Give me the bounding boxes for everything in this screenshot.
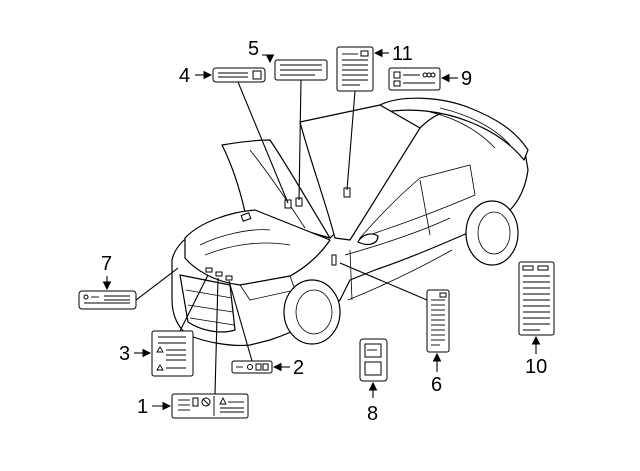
label-3-graphic	[151, 330, 194, 377]
label-11-graphic	[336, 46, 374, 92]
callout-arrows	[102, 48, 541, 411]
callout-7: 7	[101, 253, 112, 275]
callout-9: 9	[461, 68, 472, 90]
callout-5: 5	[248, 38, 259, 60]
callout-6: 6	[431, 374, 442, 396]
label-6-graphic	[426, 289, 450, 353]
callout-1: 1	[137, 396, 148, 418]
label-5-graphic	[274, 59, 328, 81]
callout-10: 10	[525, 356, 547, 378]
label-8-graphic	[359, 338, 388, 382]
label-2-graphic	[231, 360, 273, 374]
label-7-graphic	[78, 290, 137, 310]
callout-11: 11	[392, 43, 413, 65]
label-1-graphic	[171, 393, 249, 419]
label-4-graphic	[212, 67, 266, 83]
callout-8: 8	[367, 403, 378, 425]
label-10-graphic	[518, 261, 555, 336]
leader-lines	[135, 79, 428, 395]
label-9-graphic	[388, 67, 441, 91]
callout-3: 3	[119, 343, 130, 365]
callout-2: 2	[293, 357, 304, 379]
car-illustration	[171, 97, 529, 347]
callout-4: 4	[179, 65, 190, 87]
